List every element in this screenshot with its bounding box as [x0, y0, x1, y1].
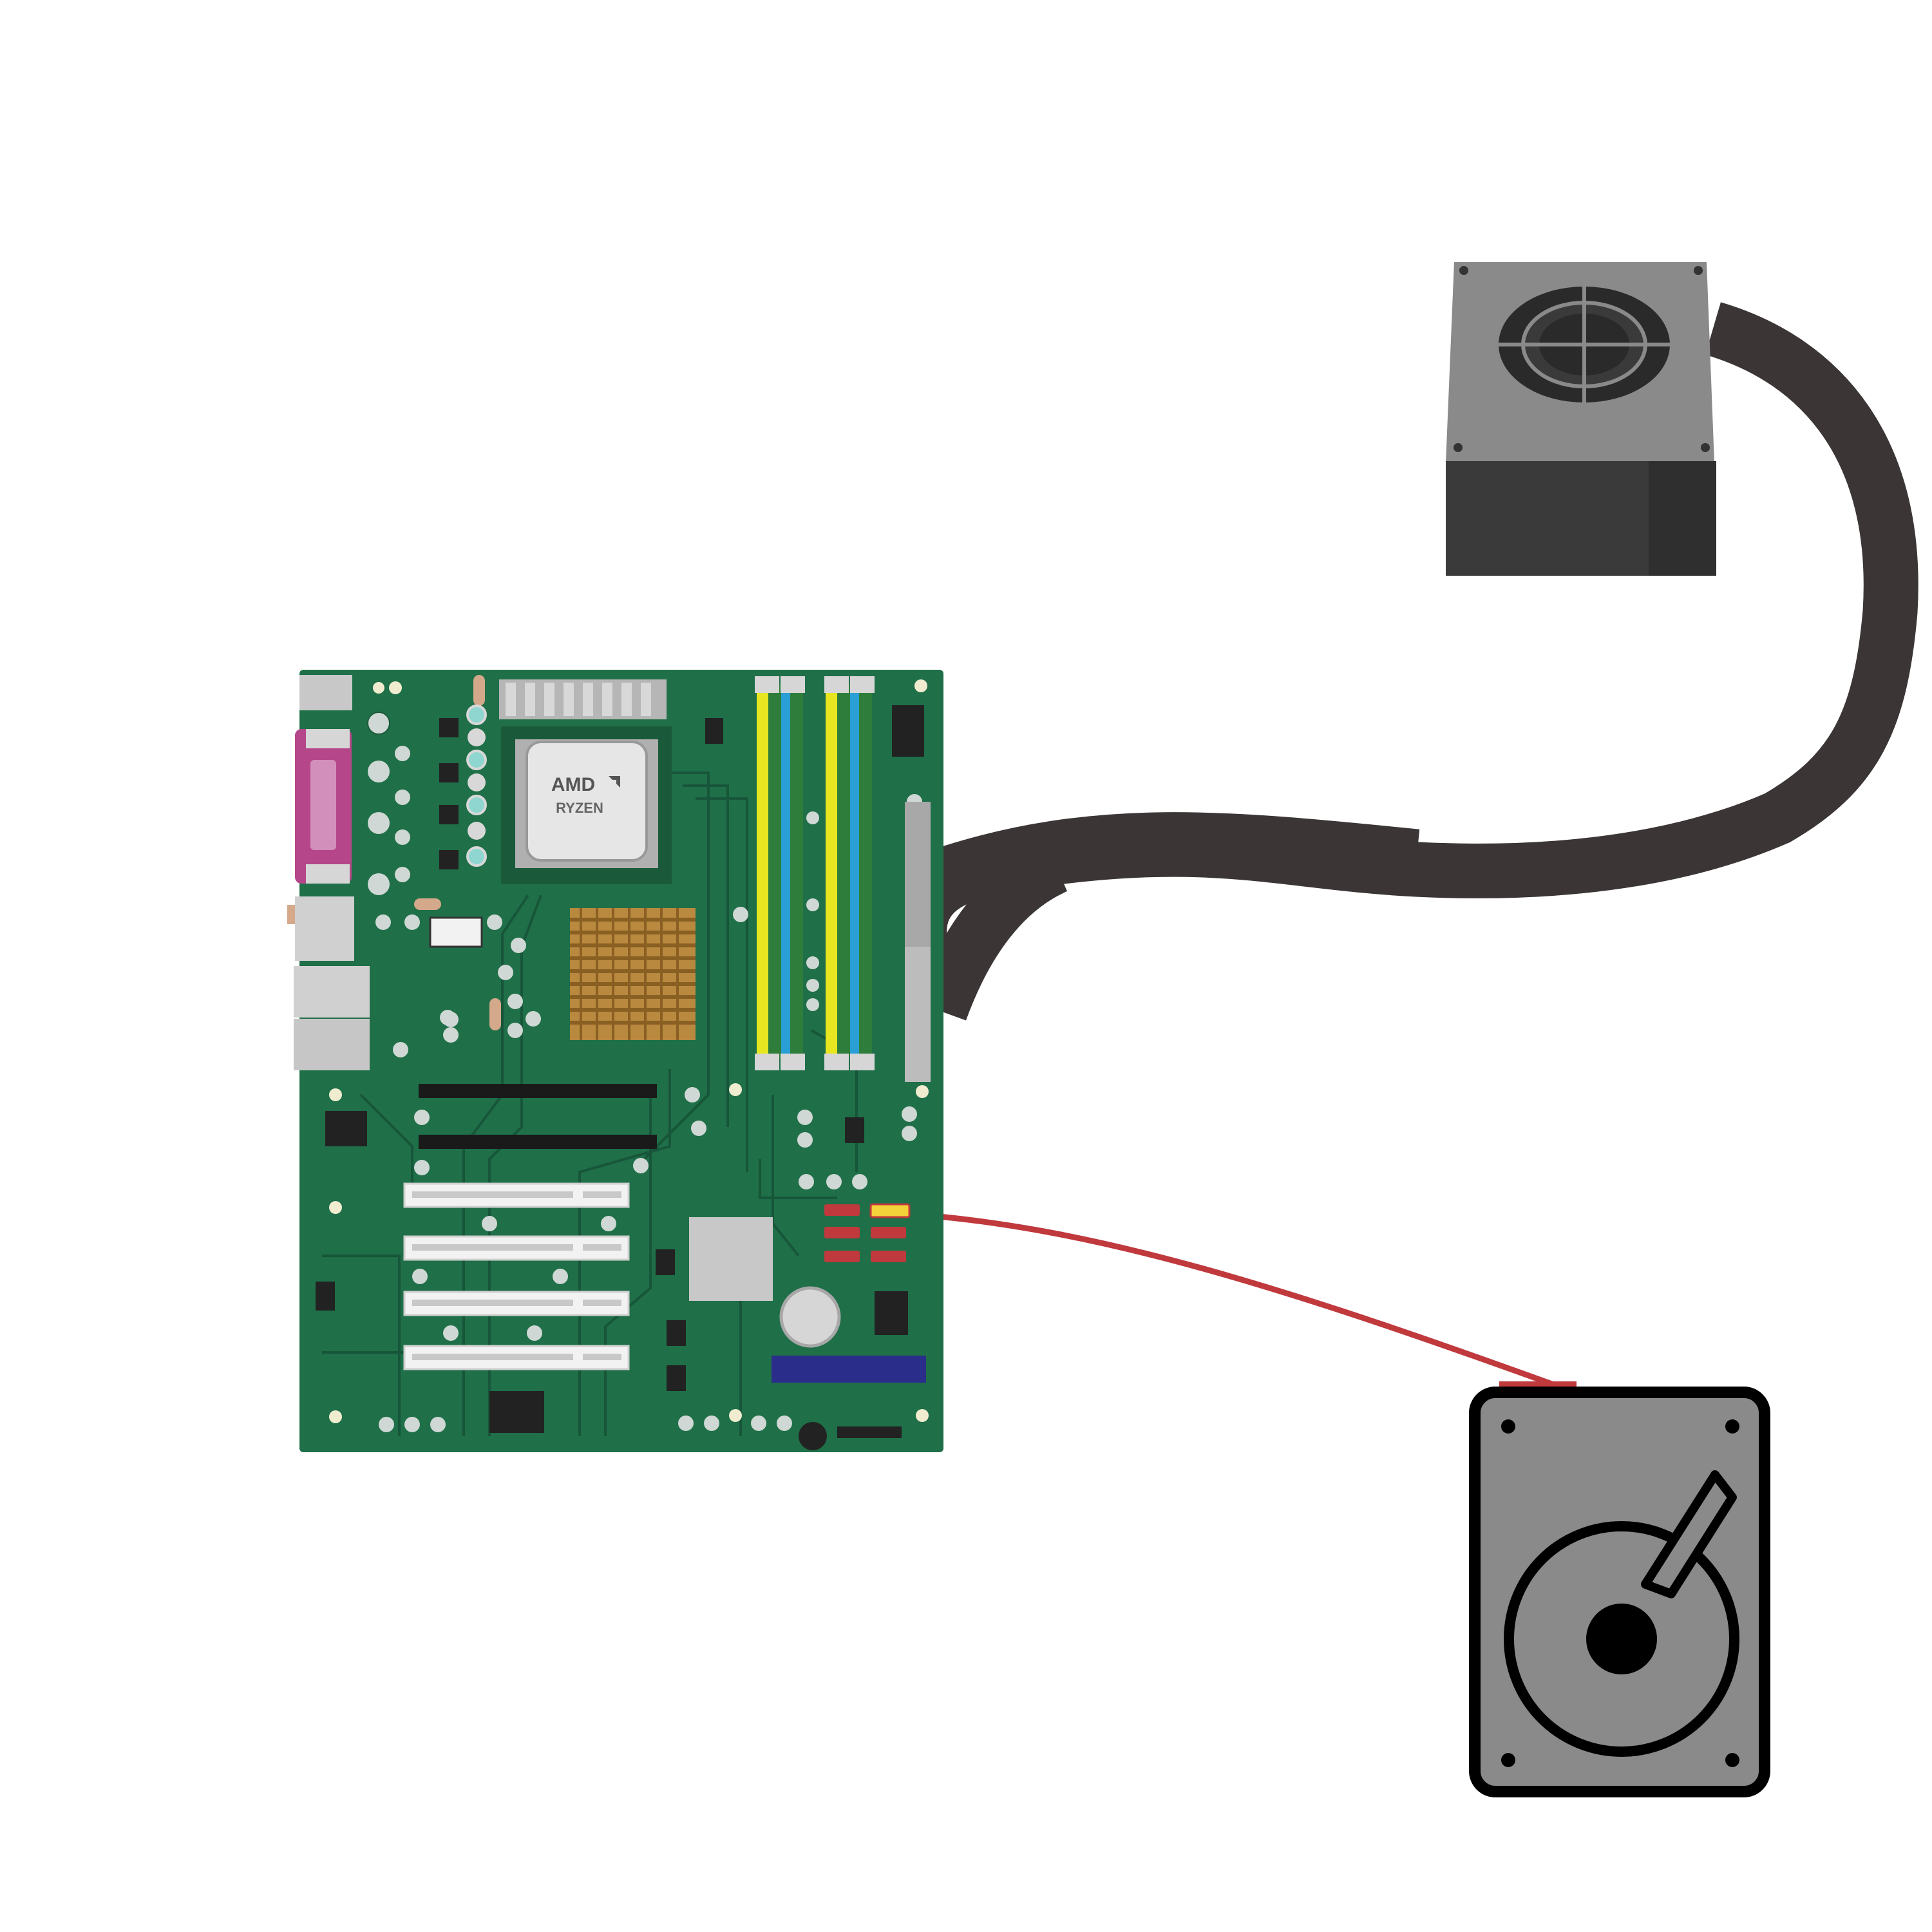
cpu-model-label: RYZEN	[556, 800, 603, 816]
ram-slots	[705, 676, 927, 1070]
io-port-pink-inner	[310, 760, 336, 850]
pcie-x16-slot	[419, 1084, 657, 1098]
hard-drive-icon	[1469, 1387, 1770, 1797]
ram-stick	[859, 684, 872, 1057]
psu-screw-icon	[1701, 443, 1710, 452]
io-port	[295, 896, 354, 961]
ide-connector	[772, 1356, 926, 1383]
io-port	[306, 864, 350, 884]
psu-screw-icon	[1459, 266, 1468, 275]
cpu-chip	[526, 741, 648, 862]
psu-screw-icon	[1694, 266, 1703, 275]
power-cable-main	[892, 302, 1918, 1017]
power-cable-upper-branch	[931, 812, 1420, 902]
ram-stick	[850, 684, 859, 1057]
hdd-actuator-arm-icon	[1641, 1470, 1737, 1598]
hdd-screw-icon	[1725, 1753, 1739, 1767]
ram-stick	[781, 684, 790, 1057]
psu-side-shade	[1649, 461, 1716, 576]
sata-ports	[824, 1203, 911, 1262]
hdd-screw-icon	[1725, 1419, 1739, 1434]
atx-power-connector	[905, 947, 931, 1082]
ram-stick	[757, 684, 768, 1057]
hdd-spindle	[1586, 1604, 1657, 1674]
motherboard-icon: AMD RYZEN	[287, 670, 943, 1452]
rear-io	[287, 675, 370, 1070]
io-port	[299, 675, 352, 710]
sata-port	[824, 1204, 860, 1216]
ram-stick	[837, 684, 850, 1057]
hdd-screw-icon	[1501, 1753, 1515, 1767]
ram-stick	[826, 684, 837, 1057]
usb-port	[294, 1019, 370, 1070]
hdd-screw-icon	[1501, 1419, 1515, 1434]
psu-screw-icon	[1454, 443, 1463, 452]
amd-logo-icon	[609, 776, 620, 788]
sata-cable	[907, 1211, 1573, 1394]
psu-fan-icon	[1499, 287, 1670, 402]
vrm-heatsink-fins	[506, 683, 651, 716]
chipset-heatsink	[570, 908, 696, 1040]
pcie-slots	[403, 1084, 657, 1370]
sata-port	[871, 1251, 906, 1262]
cmos-battery-icon	[779, 1286, 841, 1348]
sata-port	[871, 1227, 906, 1238]
cpu-brand-label: AMD	[551, 774, 595, 795]
misc-components	[316, 681, 929, 1450]
hdd-platter	[1504, 1521, 1739, 1757]
ram-stick	[768, 684, 781, 1057]
power-supply-icon	[1446, 262, 1716, 576]
usb-port	[294, 966, 370, 1018]
sata-port	[824, 1227, 860, 1238]
power-cable-lower-branch	[914, 841, 1068, 1021]
pcie-x16-slot	[419, 1135, 657, 1149]
cpu-power-connector	[429, 916, 483, 948]
io-port	[306, 729, 350, 748]
power-cable	[892, 302, 1918, 1021]
ram-stick	[790, 684, 803, 1057]
hdd-case	[1469, 1387, 1770, 1797]
sata-port-active	[869, 1203, 911, 1218]
sata-port	[824, 1251, 860, 1262]
